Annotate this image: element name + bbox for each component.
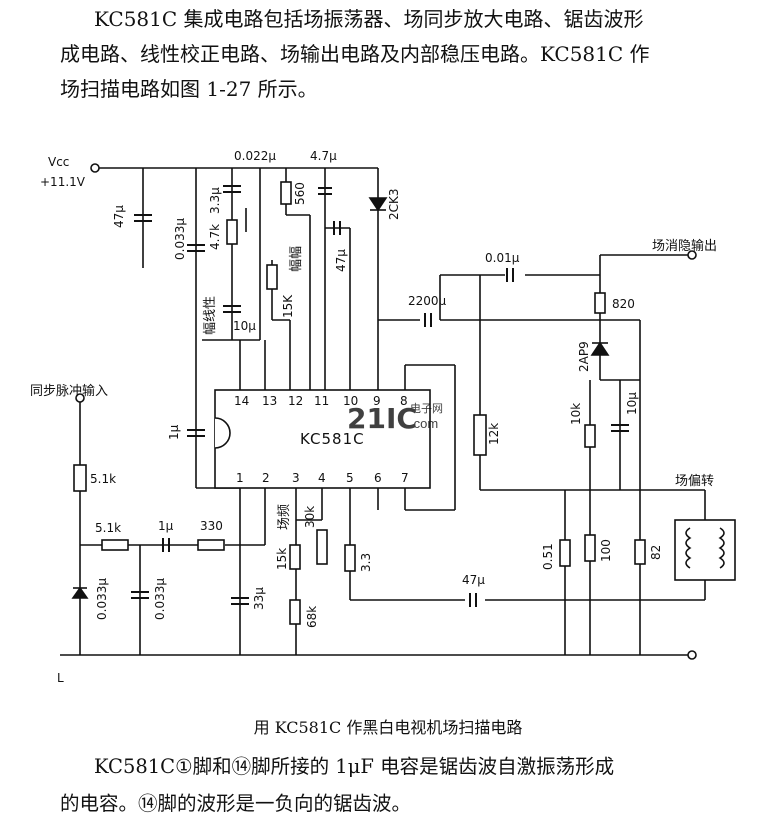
pin-1: 1 — [236, 471, 244, 485]
intro-line-2: 成电路、线性校正电路、场输出电路及内部稳压电路。KC581C 作 — [60, 42, 650, 66]
circuit-schematic: KC581C — [30, 149, 736, 685]
r-68k-label: 68k — [305, 606, 319, 628]
pin-9: 9 — [373, 394, 381, 408]
c-1u-vert-label: 1μ — [167, 424, 181, 440]
r-560-label: 560 — [293, 182, 307, 205]
pin-4: 4 — [318, 471, 326, 485]
pin-8: 8 — [400, 394, 408, 408]
c-47u-top-label: 4.7μ — [310, 149, 337, 163]
pin-14: 14 — [234, 394, 249, 408]
c-10u-right-label: 10μ — [625, 392, 639, 415]
watermark-big: 21IC — [347, 402, 417, 435]
ic-pin-numbers: 14 13 12 11 10 9 8 1 2 3 4 5 6 7 — [234, 394, 409, 485]
blank-output-label: 场消隐输出 — [652, 238, 717, 254]
vcc-label: Vcc — [48, 155, 69, 169]
r-100-label: 100 — [599, 539, 613, 562]
r-10k-label: 10k — [569, 403, 583, 425]
diodes — [71, 197, 610, 599]
r-15k-b-label: 15k — [275, 548, 289, 570]
c-0033-label: 0.033μ — [173, 218, 187, 260]
c-001-label: 0.01μ — [485, 251, 520, 265]
c-0033-a-label: 0.033μ — [95, 578, 109, 620]
intro-line-1: KC581C 集成电路包括场振荡器、场同步放大电路、锯齿波形 — [94, 7, 644, 31]
pin-3: 3 — [292, 471, 300, 485]
c-33u-label: 3.3μ — [208, 187, 222, 214]
r-33-label: 3.3 — [359, 553, 373, 572]
after-line-2: 的电容。⑭脚的波形是一负向的锯齿波。 — [60, 792, 412, 815]
r-47k-label: 4.7k — [208, 224, 222, 250]
r-330-label: 330 — [200, 519, 223, 533]
r-82-label: 82 — [649, 545, 663, 560]
vr-freq-label: 场频 — [277, 504, 292, 530]
capacitors — [131, 185, 629, 607]
c-47u-mid-label: 47μ — [334, 249, 348, 272]
deflection-yoke — [674, 519, 736, 581]
component-labels: Vcc +11.1V 47μ 0.033μ 3.3μ 4.7k 0.022μ 5… — [30, 149, 717, 685]
c-47u-left: 47μ — [112, 205, 126, 228]
wires — [60, 163, 706, 660]
c-10u-label: 10μ — [233, 319, 256, 333]
resistors — [73, 181, 646, 625]
pin-5: 5 — [346, 471, 354, 485]
r-51k-h-label: 5.1k — [95, 521, 121, 535]
pin-13: 13 — [262, 394, 277, 408]
c-0033-b-label: 0.033μ — [153, 578, 167, 620]
c-0022-label: 0.022μ — [234, 149, 276, 163]
pin-11: 11 — [314, 394, 329, 408]
pin-10: 10 — [343, 394, 358, 408]
watermark-en: .com — [410, 416, 438, 431]
r-30k-label: 30k — [303, 506, 317, 528]
r-51k-v-label: 5.1k — [90, 472, 116, 486]
intro-paragraph: KC581C 集成电路包括场振荡器、场同步放大电路、锯齿波形 成电路、线性校正电… — [60, 2, 760, 107]
pin-2: 2 — [262, 471, 270, 485]
pin-6: 6 — [374, 471, 382, 485]
r-12k-label: 12k — [487, 423, 501, 445]
r-820-label: 820 — [612, 297, 635, 311]
intro-line-3: 场扫描电路如图 1-27 所示。 — [60, 77, 318, 101]
r-15k-top-label: 15K — [281, 294, 295, 318]
ic-label: KC581C — [300, 430, 365, 448]
vcc-value: +11.1V — [40, 175, 86, 189]
after-paragraph: KC581C①脚和⑭脚所接的 1μF 电容是锯齿波自激振荡形成 的电容。⑭脚的波… — [60, 748, 760, 822]
vr-linear-label: 幅线性 — [203, 296, 218, 335]
c-1u-h-label: 1μ — [158, 519, 174, 533]
c-33u-b-label: 33μ — [252, 587, 266, 610]
r-051-label: 0.51 — [541, 543, 555, 570]
vr-fu-label: 幅幅 — [289, 246, 304, 272]
c-2200-label: 2200μ — [408, 294, 447, 308]
ic-kc581c: KC581C — [214, 389, 431, 489]
d-2ck3-label: 2CK3 — [387, 188, 401, 220]
ground-mark: L — [57, 671, 64, 685]
yoke-label: 场偏转 — [675, 474, 714, 489]
figure-caption: 用 KC581C 作黑白电视机场扫描电路 — [253, 718, 523, 737]
pin-7: 7 — [401, 471, 409, 485]
after-line-1: KC581C①脚和⑭脚所接的 1μF 电容是锯齿波自激振荡形成 — [94, 755, 615, 778]
pin-12: 12 — [288, 394, 303, 408]
watermark-21ic: 21IC 电子网 .com — [347, 402, 443, 435]
sync-input-label: 同步脉冲输入 — [30, 383, 108, 399]
d-2ap9-label: 2AP9 — [577, 341, 591, 372]
watermark-cn: 电子网 — [410, 402, 443, 415]
c-47u-b-label: 47μ — [462, 573, 485, 587]
